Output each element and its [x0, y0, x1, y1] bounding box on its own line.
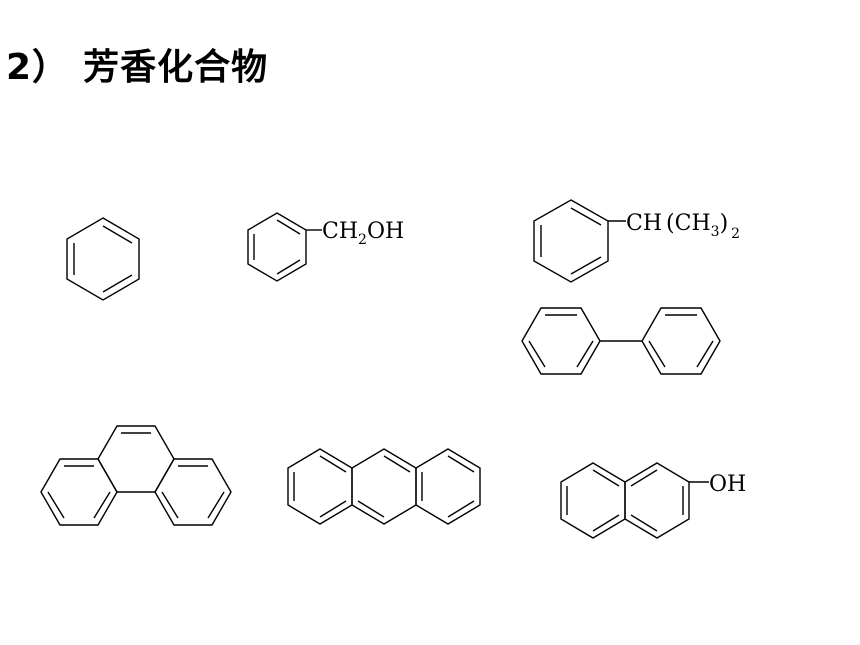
benzyl-alcohol-substituent: CH2OH [322, 219, 404, 248]
section-heading: 2） 芳香化合物 [6, 38, 268, 90]
benzene-structure [66, 217, 140, 301]
naphthol-structure: OH [560, 462, 746, 539]
benzyl-alcohol-structure: CH2OH [247, 212, 404, 282]
biphenyl-structure [521, 307, 721, 375]
cumene-structure: CH(CH3)2 [533, 199, 740, 283]
section-title: 芳香化合物 [83, 47, 269, 88]
naphthol-hydroxyl-label: OH [709, 472, 746, 497]
anthracene-structure [287, 448, 481, 525]
cumene-substituent: CH(CH3)2 [626, 211, 740, 242]
section-number: 2） [6, 47, 70, 88]
phenanthrene-structure [40, 425, 232, 526]
